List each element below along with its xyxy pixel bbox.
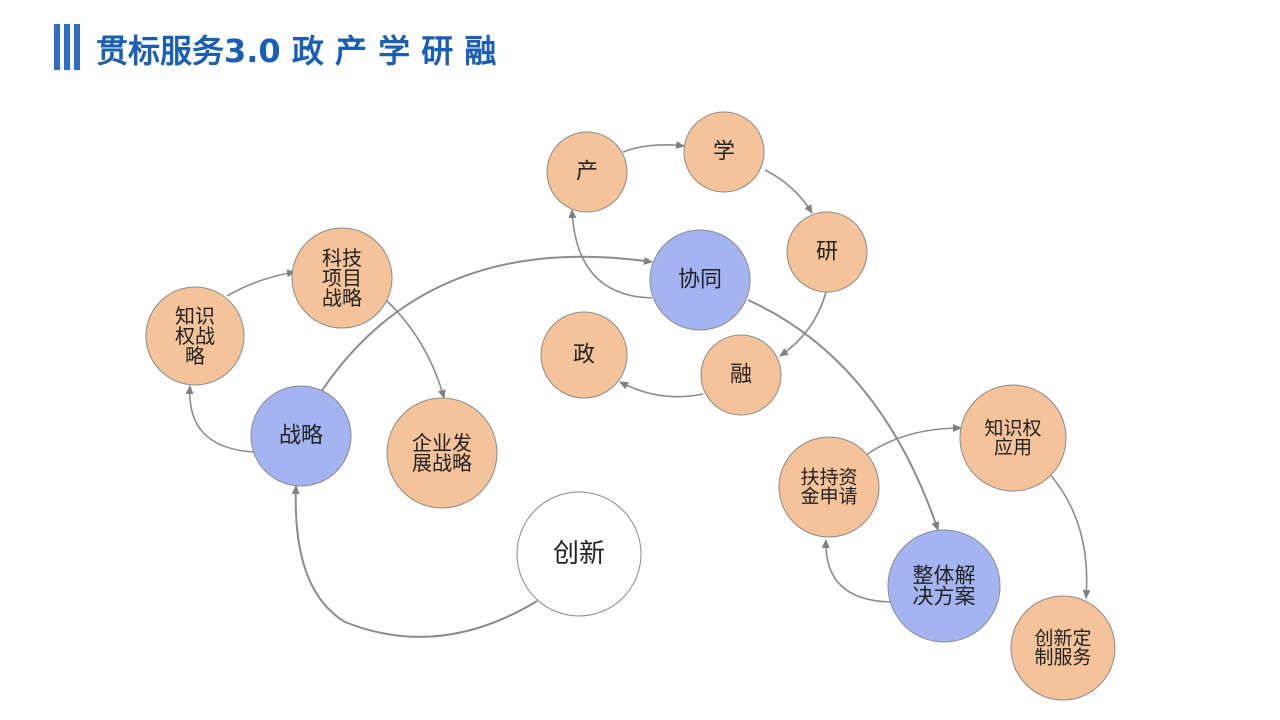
node-circle [546,131,628,213]
node-circle [145,286,245,386]
node-label: 略 [185,344,205,368]
node-label: 扶持资 [800,467,857,489]
edge-arrow [622,141,685,153]
node-label: 制服务 [1034,647,1091,669]
edge-arrow [779,291,827,357]
node-label: 企业发 [412,431,472,455]
accent-bar [54,24,60,70]
node-label: 项目 [322,266,362,290]
node-zhanlue: 战略 [250,385,352,487]
node-label: 知识 [175,304,215,328]
title-accent-bars [54,24,84,70]
node-label: 应用 [994,437,1032,459]
node-circle [786,211,868,293]
edge-arrow [747,299,940,531]
node-circle [1010,595,1116,701]
node-circle [700,334,782,416]
node-circle [683,111,765,193]
accent-bar [64,24,70,70]
diagram-nodes: 产学研协同政融科技项目战略知识权战略战略企业发展战略创新扶持资金申请知识权应用整… [145,111,1116,701]
node-circle [540,311,628,399]
edge-arrow [291,485,538,638]
node-label: 创新定 [1034,628,1091,650]
node-circle [887,529,1001,643]
node-label: 决方案 [913,585,976,609]
node-label: 科技 [322,246,362,270]
edge-arrow [320,255,653,393]
node-label: 融 [730,363,752,388]
node-label: 知识权 [984,418,1041,440]
node-circle [649,229,751,331]
node-zheng: 政 [540,311,628,399]
node-label: 协同 [678,268,722,293]
node-label: 金申请 [800,486,857,508]
node-circle [291,227,393,329]
node-rong: 融 [700,334,782,416]
node-label: 整体解 [913,564,976,588]
node-label: 权战 [175,324,215,348]
edge-arrow [1045,469,1091,599]
node-circle [516,491,642,617]
edge-arrow [226,269,296,297]
edge-arrow [185,385,255,453]
node-label: 学 [713,140,735,165]
node-chan: 产 [546,131,628,213]
edge-arrow [865,424,962,456]
edge-arrow [619,381,704,398]
node-label: 政 [573,343,595,368]
node-circle [386,397,498,509]
edge-arrow [764,169,813,214]
edge-arrow [568,209,653,299]
node-circle [778,436,880,538]
node-circle [250,385,352,487]
accent-bar [74,24,80,70]
page-title: 贯标服务3.0 政 产 学 研 融 [96,32,497,70]
diagram-edges [185,141,1091,638]
edge-arrow [821,539,891,603]
node-label: 研 [816,240,838,265]
node-label: 战略 [279,424,323,449]
node-label: 战略 [322,286,362,310]
node-label: 创新 [553,539,605,569]
node-circle [959,384,1067,492]
node-yan: 研 [786,211,868,293]
node-label: 产 [576,160,598,185]
node-label: 展战略 [412,451,472,475]
node-chuangxin: 创新 [516,491,642,617]
edge-arrow [385,299,446,399]
node-xietong: 协同 [649,229,751,331]
node-xue: 学 [683,111,765,193]
